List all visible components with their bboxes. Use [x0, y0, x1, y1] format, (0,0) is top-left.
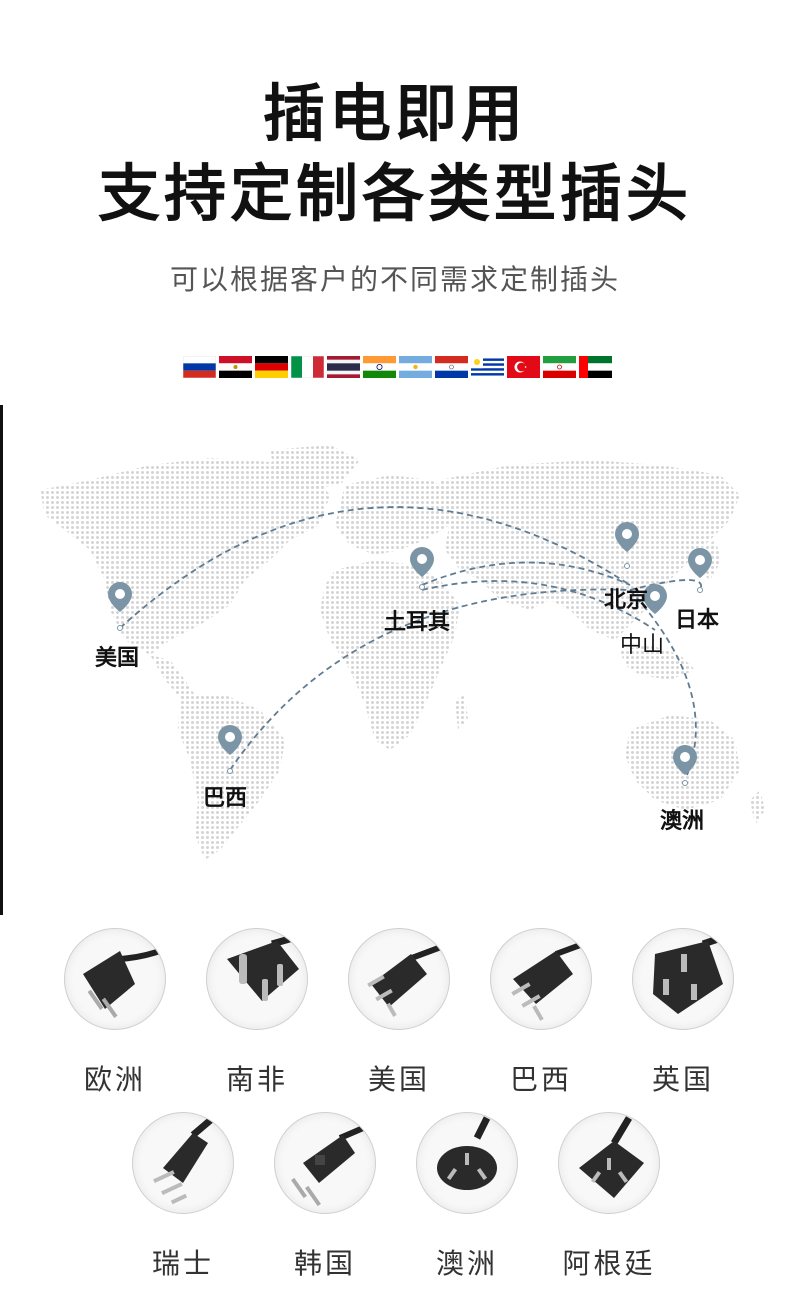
plug-argentina: 阿根廷 [534, 1112, 684, 1282]
australia-plug-icon [437, 1116, 497, 1190]
plug-label: 瑞士 [151, 1247, 214, 1280]
germany-flag-icon [255, 356, 288, 378]
plug-korea-circle [274, 1112, 376, 1214]
plug-south-africa-circle [206, 928, 308, 1030]
left-edge-rule [0, 405, 3, 915]
plug-us: 美国 [324, 928, 474, 1098]
map-label-australia: 澳洲 [660, 809, 705, 834]
map-label-usa: 美国 [95, 646, 140, 671]
argentina-plug-icon [579, 1116, 644, 1198]
italy-flag-icon [291, 356, 324, 378]
plug-swiss: 瑞士 [108, 1112, 258, 1282]
plug-label: 南非 [225, 1063, 288, 1096]
plug-brazil-circle [490, 928, 592, 1030]
title-line-1: 插电即用 [262, 77, 527, 150]
plug-eu: 欧洲 [40, 928, 190, 1098]
egypt-flag-icon [219, 356, 252, 378]
plug-label: 欧洲 [83, 1063, 146, 1096]
pins [108, 522, 712, 786]
plug-us-circle [348, 928, 450, 1030]
plug-label: 英国 [651, 1063, 714, 1096]
route-usa-beijing [119, 506, 631, 629]
map-label-zhongshan: 中山 [620, 633, 665, 658]
plug-korea: 韩国 [250, 1112, 400, 1282]
plug-australia: 澳洲 [392, 1112, 542, 1282]
route-beijing-japan [629, 579, 702, 591]
pin-australia-icon [673, 745, 697, 786]
swiss-plug-icon [153, 1115, 216, 1205]
plug-uk-circle [632, 928, 734, 1030]
title-line-2: 支持定制各类型插头 [97, 157, 692, 230]
turkey-flag-icon [507, 356, 540, 378]
uruguay-flag-icon [471, 356, 504, 378]
plug-label: 巴西 [509, 1063, 572, 1096]
pin-japan-icon [688, 548, 712, 593]
map-label-beijing: 北京 [604, 588, 649, 613]
pin-turkey-icon [410, 547, 434, 590]
eu-plug-icon [83, 946, 165, 1018]
subtitle: 可以根据客户的不同需求定制插头 [169, 263, 620, 296]
paraguay-flag-icon [435, 356, 468, 378]
plug-brazil: 巴西 [466, 928, 616, 1098]
argentina-flag-icon [399, 356, 432, 378]
russia-flag-icon [183, 356, 216, 378]
map-label-japan: 日本 [675, 608, 720, 633]
south-africa-plug-icon [227, 930, 307, 1001]
map-label-brazil: 巴西 [203, 786, 248, 811]
pin-usa-icon [108, 582, 132, 631]
plug-swiss-circle [132, 1112, 234, 1214]
map-label-turkey: 土耳其 [384, 610, 451, 635]
thailand-flag-icon [327, 356, 360, 378]
brazil-plug-icon [511, 938, 591, 1021]
route-brazil-beijing [229, 588, 631, 771]
iran-flag-icon [543, 356, 576, 378]
pin-zhongshan-icon [643, 584, 667, 614]
korea-plug-icon [291, 1120, 375, 1207]
route-turkey-zhongshan [421, 580, 656, 631]
plug-australia-circle [416, 1112, 518, 1214]
plug-uk: 英国 [608, 928, 758, 1098]
plug-south-africa: 南非 [182, 928, 332, 1098]
flag-strip [183, 356, 612, 378]
pin-brazil-icon [218, 725, 242, 774]
plug-argentina-circle [558, 1112, 660, 1214]
plug-label: 美国 [367, 1063, 430, 1096]
us-plug-icon [367, 941, 449, 1017]
india-flag-icon [363, 356, 396, 378]
world-map [40, 445, 765, 860]
plug-label: 阿根廷 [562, 1247, 656, 1280]
uk-plug-icon [653, 930, 733, 1014]
pin-beijing-icon [615, 522, 639, 569]
plug-label: 澳洲 [435, 1247, 498, 1280]
plug-eu-circle [64, 928, 166, 1030]
plug-label: 韩国 [293, 1247, 356, 1280]
uae-flag-icon [579, 356, 612, 378]
